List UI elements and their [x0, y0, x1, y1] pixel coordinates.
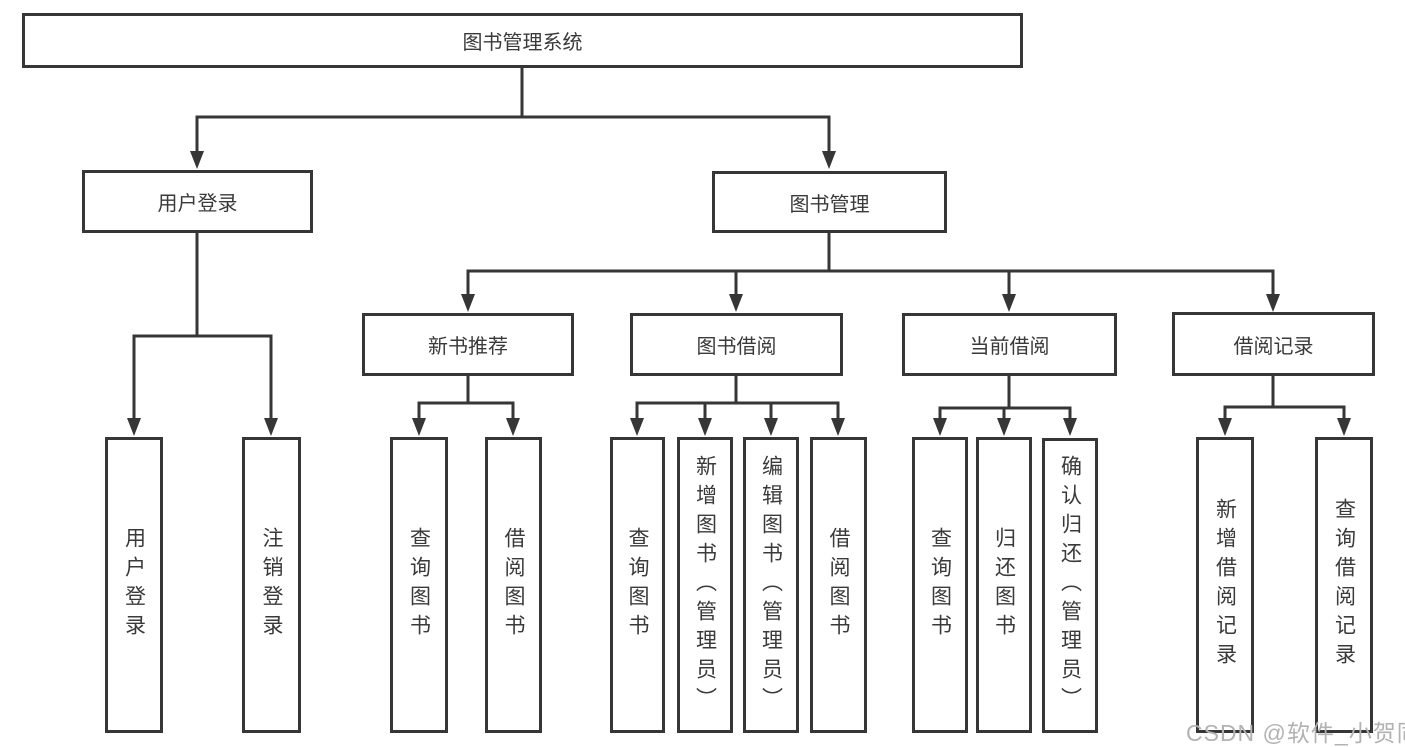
node-label: 图书管理系统: [462, 32, 583, 54]
connector-book-borrow-to-children: [630, 376, 845, 436]
leaf-edit-books-admin: 编辑图书（管理员）: [743, 437, 799, 733]
leaf-logout: 注销登录: [242, 437, 301, 733]
arrow-down-icon: [729, 294, 743, 312]
arrow-down-icon: [822, 151, 836, 169]
node-label: 查询图书: [928, 527, 952, 643]
node-label: 借阅记录: [1233, 335, 1314, 358]
arrow-down-icon: [764, 418, 778, 436]
arrow-down-icon: [190, 151, 204, 169]
connector-new-book-to-children: [412, 376, 520, 436]
leaf-add-borrow-record: 新增借阅记录: [1196, 437, 1254, 733]
node-user-login: 用户登录: [82, 170, 313, 233]
leaf-query-books: 查询图书: [610, 437, 665, 733]
arrow-down-icon: [412, 418, 426, 436]
node-label: 新增借阅记录: [1213, 498, 1237, 672]
node-label: 用户登录: [157, 193, 238, 215]
node-label: 查询借阅记录: [1332, 498, 1356, 672]
arrow-down-icon: [831, 418, 845, 436]
node-label: 编辑图书（管理员）: [759, 454, 783, 716]
arrow-down-icon: [630, 418, 644, 436]
arrow-down-icon: [1063, 418, 1077, 436]
node-label: 注销登录: [260, 527, 283, 643]
leaf-add-books-admin: 新增图书（管理员）: [677, 437, 733, 733]
node-new-book-recommendation: 新书推荐: [362, 313, 574, 376]
arrow-down-icon: [1266, 294, 1280, 312]
connector-borrow-records-to-children: [1218, 376, 1351, 436]
leaf-user-login: 用户登录: [105, 437, 163, 733]
csdn-watermark: CSDN @软件_小贺同学: [1186, 720, 1405, 746]
node-borrowing-records: 借阅记录: [1172, 312, 1375, 376]
node-label: 确认归还（管理员）: [1058, 455, 1082, 716]
leaf-borrow-books: 借阅图书: [810, 437, 867, 733]
node-label: 查询图书: [626, 527, 649, 643]
node-label: 用户登录: [122, 527, 146, 643]
node-label: 查询图书: [407, 527, 431, 643]
node-label: 当前借阅: [969, 336, 1050, 358]
arrow-down-icon: [506, 418, 520, 436]
arrow-down-icon: [698, 418, 712, 436]
node-library-management-system: 图书管理系统: [22, 13, 1023, 68]
arrow-down-icon: [1218, 418, 1232, 436]
leaf-return-books: 归还图书: [976, 437, 1032, 733]
leaf-query-borrow-record: 查询借阅记录: [1315, 437, 1373, 733]
node-current-borrowing: 当前借阅: [902, 313, 1117, 376]
arrow-down-icon: [1337, 418, 1351, 436]
connector-user-login-to-children: [127, 233, 278, 436]
arrow-down-icon: [127, 418, 141, 436]
leaf-query-books: 查询图书: [390, 437, 448, 733]
node-label: 新增图书（管理员）: [693, 454, 717, 716]
arrow-down-icon: [933, 418, 947, 436]
node-label: 归还图书: [992, 527, 1016, 643]
leaf-query-books: 查询图书: [912, 437, 968, 733]
node-book-borrowing: 图书借阅: [630, 313, 843, 376]
connector-book-management-to-level3: [461, 233, 1280, 312]
arrow-down-icon: [461, 294, 475, 312]
leaf-confirm-return-admin: 确认归还（管理员）: [1042, 438, 1098, 733]
arrow-down-icon: [997, 418, 1011, 436]
connector-current-borrow-to-children: [933, 376, 1077, 436]
arrow-down-icon: [264, 418, 278, 436]
node-book-management: 图书管理: [712, 171, 947, 233]
node-label: 新书推荐: [428, 336, 508, 358]
node-label: 借阅图书: [502, 527, 525, 643]
node-label: 图书借阅: [696, 336, 777, 358]
node-label: 图书管理: [789, 193, 870, 216]
leaf-borrow-books: 借阅图书: [485, 437, 542, 733]
connector-root-to-level2: [190, 68, 836, 169]
node-label: 借阅图书: [827, 527, 850, 643]
arrow-down-icon: [1002, 294, 1016, 312]
